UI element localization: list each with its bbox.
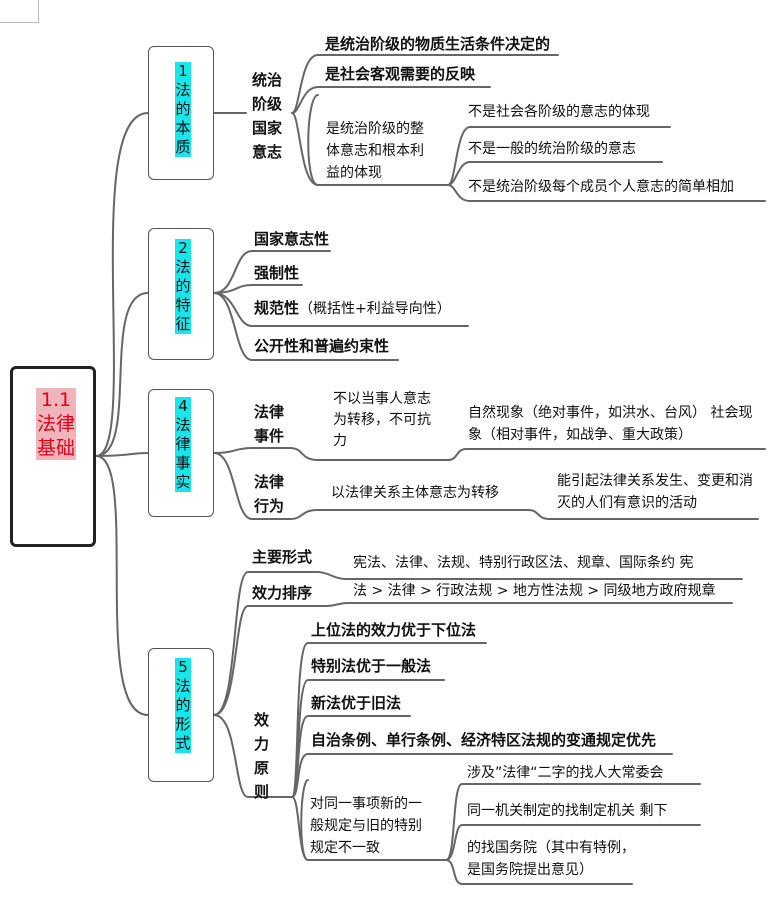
principle-item-3: 新法优于旧法 — [311, 694, 402, 712]
branch-label-legal-facts: 4法律事实 — [175, 397, 191, 492]
principle-item-1: 上位法的效力优于下位法 — [311, 621, 477, 639]
feature-item-3-main: 规范性 — [254, 299, 300, 317]
hierarchy-label: 效力排序 — [252, 584, 313, 602]
root-label: 1.1法律基础 — [36, 388, 76, 460]
principles-label: 效力原则 — [254, 711, 270, 801]
branch-label-forms: 5法的形式 — [175, 658, 191, 753]
feature-item-3-note: （概括性+利益导向性） — [299, 301, 451, 317]
topic-state-will: 统治阶级国家意志 — [252, 71, 283, 161]
main-forms-label: 主要形式 — [252, 548, 313, 566]
feature-item-1: 国家意志性 — [254, 230, 330, 248]
nature-sub-label: 是统治阶级的整体意志和根本利益的体现 — [326, 121, 424, 181]
principles-sub-item-2: 同一机关制定的找制定机关 剩下 — [467, 803, 668, 819]
legal-event-detail: 自然现象（绝对事件，如洪水、台风） 社会现象（相对事件，如战争、重大政策） — [468, 405, 753, 443]
hierarchy-value: 法 > 法律 > 行政法规 > 地方性法规 > 同级地方政府规章 — [353, 583, 716, 599]
principle-item-2: 特别法优于一般法 — [311, 657, 432, 675]
feature-item-2: 强制性 — [254, 264, 300, 282]
main-forms-value: 宪法、法律、法规、特别行政区法、规章、国际条约 宪 — [353, 555, 694, 571]
nature-item-2: 是社会客观需要的反映 — [325, 65, 476, 83]
nature-sub-item-2: 不是一般的统治阶级的意志 — [468, 141, 636, 157]
nature-sub-item-1: 不是社会各阶级的意志的体现 — [468, 104, 650, 120]
branch-label-nature: 1法的本质 — [175, 62, 191, 157]
page-corner-marker — [0, 0, 39, 23]
principles-sub-item-3: 的找国务院（其中有特例，是国务院提出意见） — [467, 840, 635, 878]
nature-item-1: 是统治阶级的物质生活条件决定的 — [325, 35, 551, 53]
legal-act-sub: 以法律关系主体意志为转移 — [331, 485, 499, 501]
principle-item-4: 自治条例、单行条例、经济特区法规的变通规定优先 — [311, 731, 657, 749]
principles-sub-label: 对同一事项新的一般规定与旧的特别规定不一致 — [310, 796, 422, 856]
legal-event-label: 法律事件 — [254, 403, 285, 445]
nature-sub-item-3: 不是统治阶级每个成员个人意志的简单相加 — [468, 179, 734, 195]
legal-act-detail: 能引起法律关系发生、变更和消灭的人们有意识的活动 — [557, 473, 753, 511]
principles-sub-item-1: 涉及”法律“二字的找人大常委会 — [467, 765, 664, 781]
feature-item-4: 公开性和普遍约束性 — [254, 337, 390, 355]
feature-item-3: 规范性（概括性+利益导向性） — [254, 297, 451, 320]
legal-act-label: 法律行为 — [254, 473, 285, 515]
legal-event-sub: 不以当事人意志为转移，不可抗力 — [333, 391, 431, 449]
branch-label-features: 2法的特征 — [175, 239, 191, 334]
